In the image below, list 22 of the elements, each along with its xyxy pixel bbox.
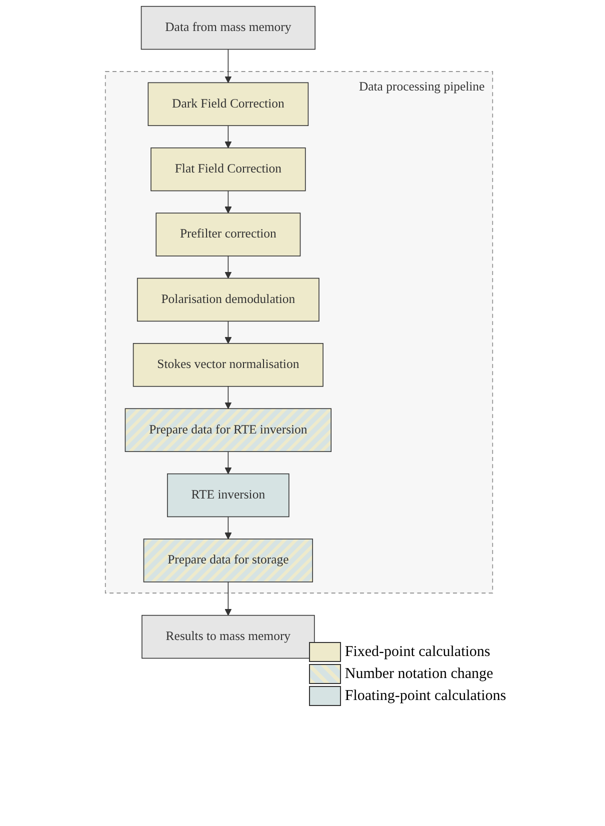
node-box: RTE inversion xyxy=(166,473,290,518)
node-box: Data from mass memory xyxy=(140,6,316,50)
node-box: Stokes vector normalisation xyxy=(132,343,324,387)
arrow xyxy=(224,190,232,214)
arrow xyxy=(224,256,232,279)
legend-label: Number notation change xyxy=(344,666,494,682)
arrow xyxy=(224,48,232,83)
arrow xyxy=(224,386,232,409)
node-box: Results to mass memory xyxy=(141,614,315,659)
arrow xyxy=(224,320,232,344)
node-box: Dark Field Correction xyxy=(148,82,308,126)
node-box: Prepare data for storage xyxy=(143,538,313,582)
arrow xyxy=(224,125,232,148)
node-box: Polarisation demodulation xyxy=(136,278,320,322)
arrow xyxy=(224,582,232,616)
arrow xyxy=(224,451,232,474)
node-box: Prepare data for RTE inversion xyxy=(124,408,332,452)
node-box: Flat Field Correction xyxy=(150,147,306,192)
legend-label: Fixed-point calculations xyxy=(344,644,490,660)
node-box: Prefilter correction xyxy=(156,212,300,256)
arrow xyxy=(224,516,232,540)
legend-label: Floating-point calculations xyxy=(344,688,506,704)
